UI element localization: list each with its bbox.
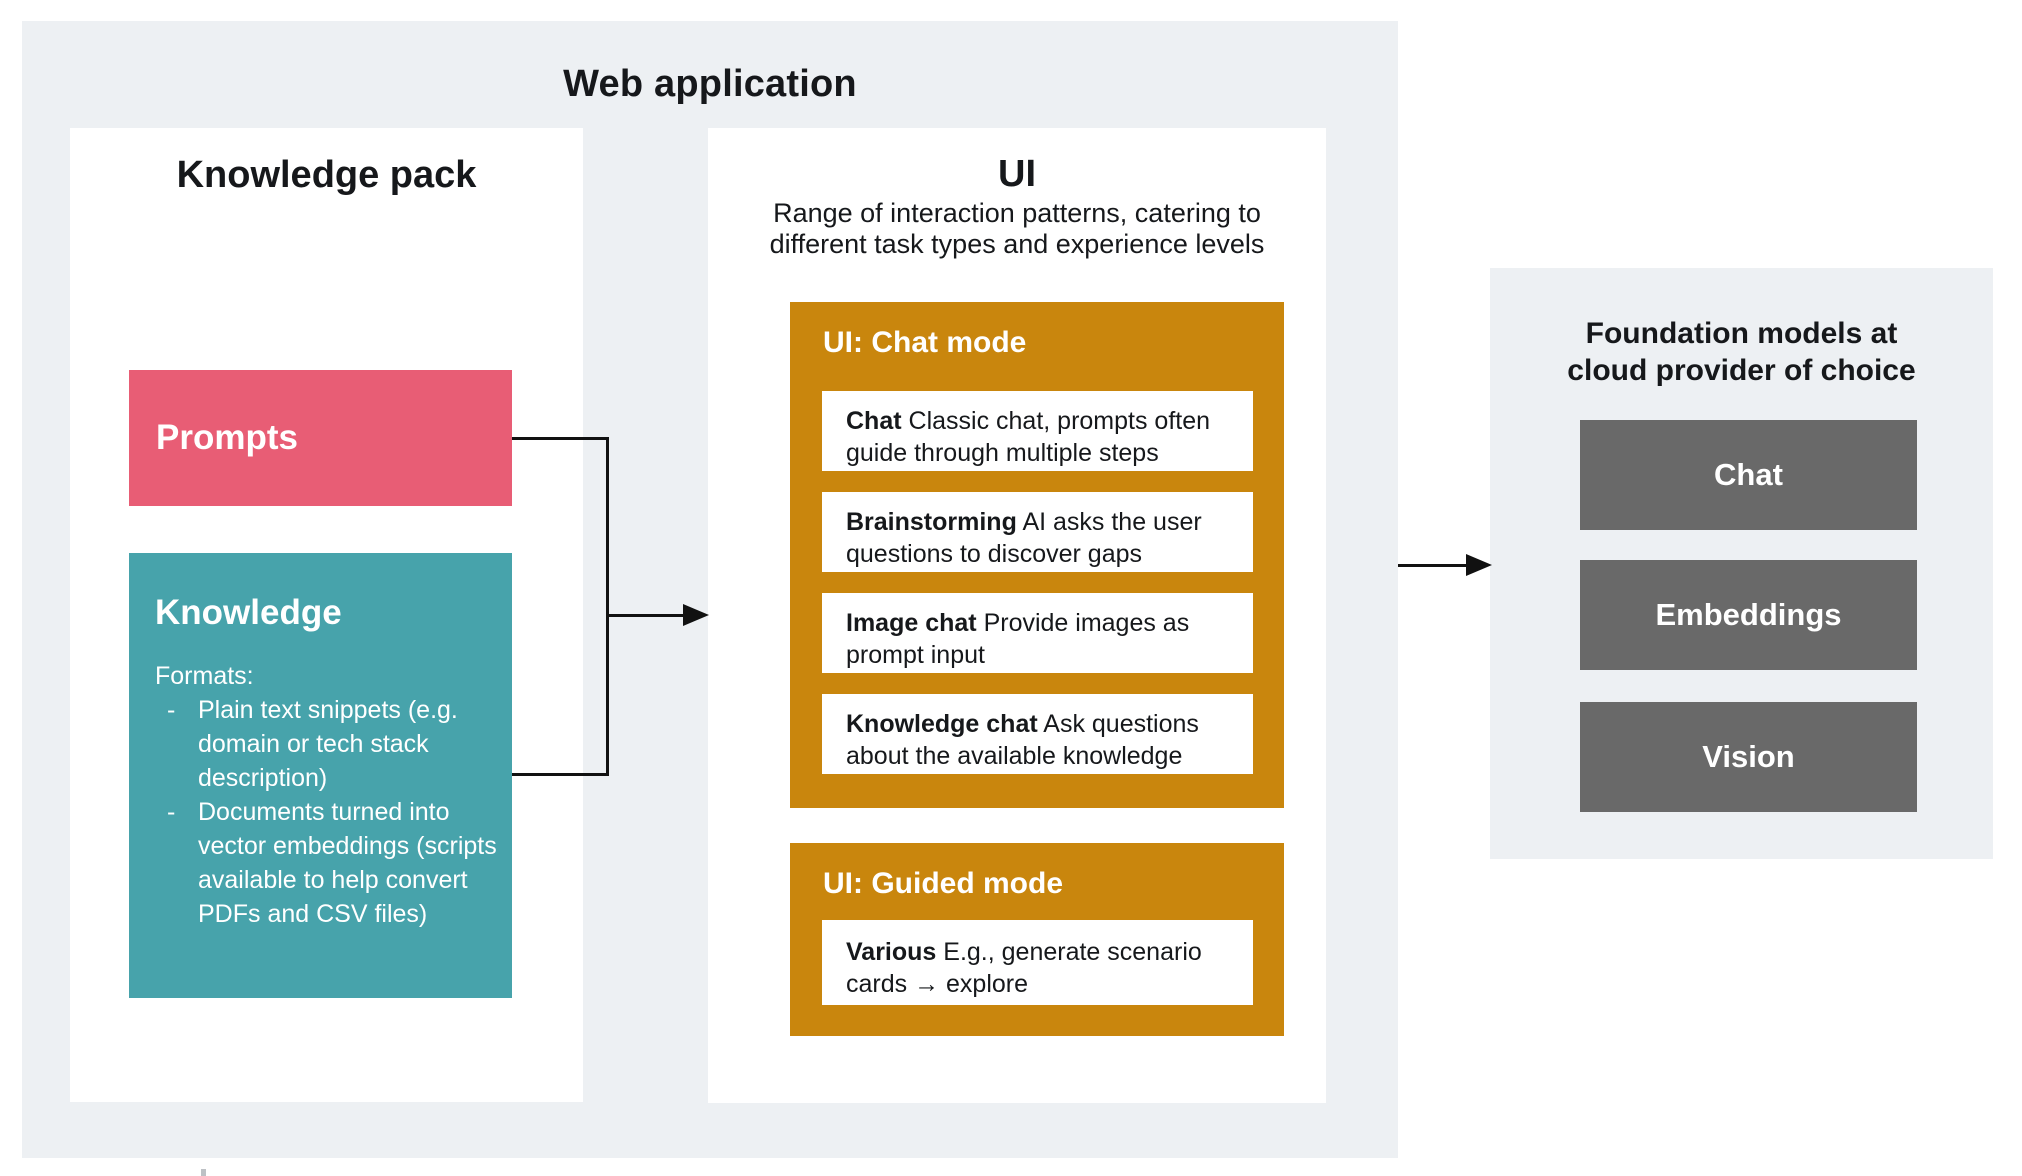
arrow-to-foundation-line — [1398, 564, 1466, 567]
bullet-dash: - — [167, 696, 176, 724]
chat-card: Chat Classic chat, prompts often guide t… — [822, 391, 1253, 471]
card-term: Knowledge chat — [846, 710, 1038, 738]
connector-vertical-line — [606, 437, 609, 776]
chat-mode-group: UI: Chat mode Chat Classic chat, prompts… — [790, 302, 1284, 808]
model-label: Chat — [1714, 457, 1783, 492]
knowledge-pack-title: Knowledge pack — [176, 154, 477, 196]
ui-panel-title: UI — [998, 153, 1036, 195]
card-description: Provide images as prompt input — [846, 609, 1190, 669]
guided-mode-cards: Various E.g., generate scenario cards → … — [822, 920, 1253, 1005]
arrow-to-ui-head — [683, 604, 709, 626]
knowledge-format-item: - Documents turned into vector embedding… — [155, 795, 500, 931]
connector-prompts-line — [512, 437, 609, 440]
card-term: Image chat — [846, 609, 977, 637]
guided-mode-title: UI: Guided mode — [823, 867, 1063, 900]
model-vision: Vision — [1580, 702, 1917, 812]
knowledge-chat-card: Knowledge chat Ask questions about the a… — [822, 694, 1253, 774]
knowledge-format-item: - Plain text snippets (e.g. domain or te… — [155, 693, 500, 795]
web-application-title: Web application — [563, 63, 857, 105]
knowledge-format-text: Plain text snippets (e.g. domain or tech… — [198, 696, 458, 792]
connector-knowledge-line — [512, 773, 609, 776]
web-application-container: Web application Knowledge pack Prompts K… — [22, 21, 1398, 1158]
knowledge-label: Knowledge — [155, 593, 342, 632]
ui-panel-subtitle: Range of interaction patterns, catering … — [769, 198, 1265, 259]
card-term: Chat — [846, 407, 902, 435]
knowledge-format-text: Documents turned into vector embeddings … — [198, 798, 497, 928]
knowledge-pack-box: Knowledge pack Prompts Knowledge Formats… — [70, 128, 583, 1102]
chat-mode-cards: Chat Classic chat, prompts often guide t… — [822, 391, 1253, 774]
image-chat-card: Image chat Provide images as prompt inpu… — [822, 593, 1253, 673]
model-label: Vision — [1702, 739, 1795, 774]
card-term: Brainstorming — [846, 508, 1017, 536]
brainstorming-card: Brainstorming AI asks the user questions… — [822, 492, 1253, 572]
foundation-models-box: Foundation models at cloud provider of c… — [1490, 268, 1993, 859]
card-description: AI asks the user questions to discover g… — [846, 508, 1202, 568]
card-description: Ask questions about the available knowle… — [846, 710, 1199, 770]
chat-mode-title: UI: Chat mode — [823, 326, 1027, 359]
prompts-node: Prompts — [129, 370, 512, 506]
guided-mode-group: UI: Guided mode Various E.g., generate s… — [790, 843, 1284, 1036]
arrow-to-ui-line — [606, 614, 683, 617]
foundation-models-title: Foundation models at cloud provider of c… — [1567, 317, 1916, 387]
knowledge-formats-label: Formats: — [155, 662, 254, 690]
bullet-dash: - — [167, 798, 176, 826]
card-description: Classic chat, prompts often guide throug… — [846, 407, 1211, 467]
card-term: Various — [846, 938, 937, 966]
various-card: Various E.g., generate scenario cards → … — [822, 920, 1253, 1005]
card-description: E.g., generate scenario cards → explore — [846, 938, 1202, 998]
artifact-mark — [201, 1169, 206, 1176]
model-embeddings: Embeddings — [1580, 560, 1917, 670]
knowledge-node: Knowledge Formats: - Plain text snippets… — [129, 553, 512, 998]
model-label: Embeddings — [1655, 597, 1842, 632]
model-chat: Chat — [1580, 420, 1917, 530]
prompts-label: Prompts — [156, 418, 298, 457]
ui-panel: UI Range of interaction patterns, cateri… — [708, 128, 1326, 1103]
arrow-to-foundation-head — [1466, 554, 1492, 576]
